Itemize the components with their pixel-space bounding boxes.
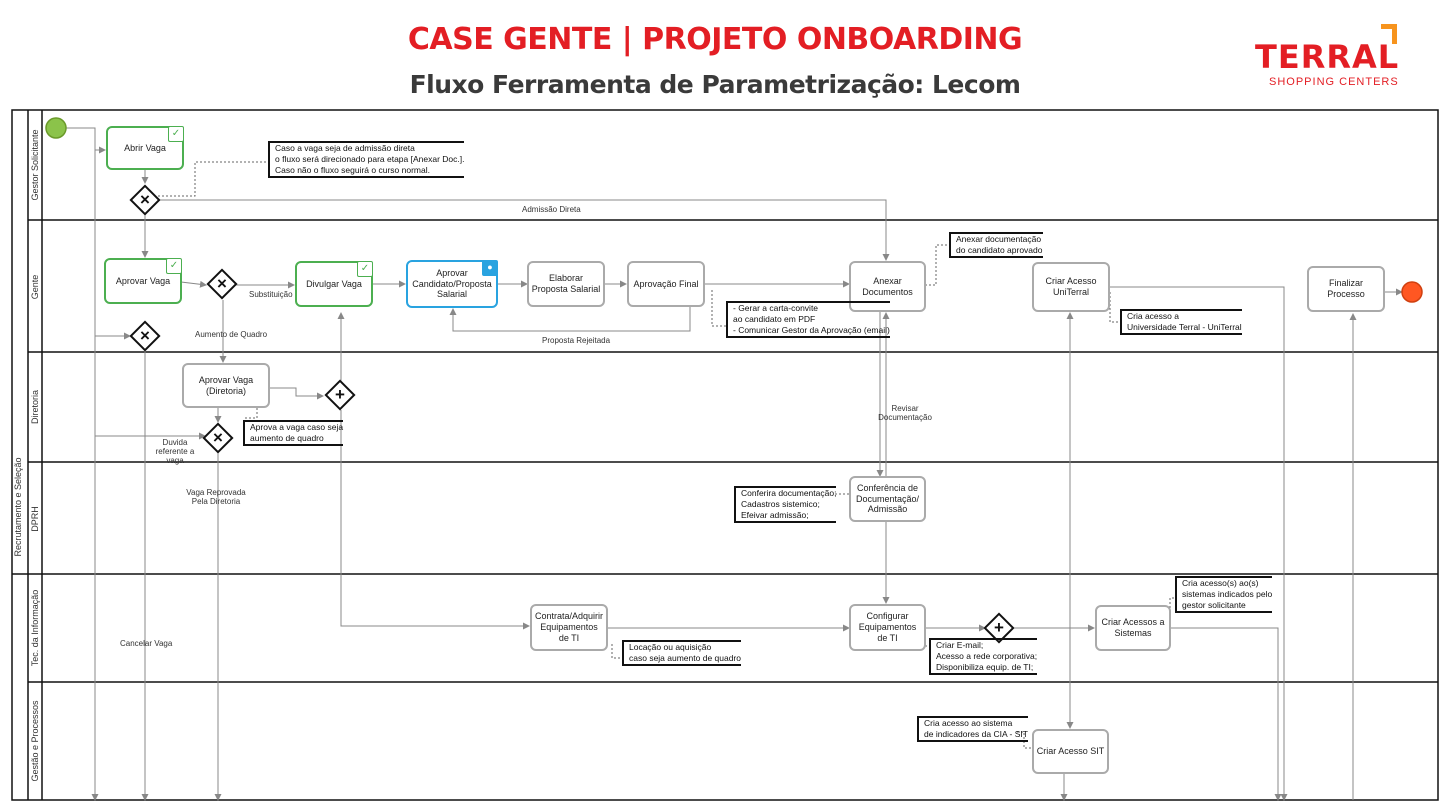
flow-label-admissao-direta: Admissão Direta — [522, 205, 581, 214]
task-label: Abrir Vaga — [124, 142, 166, 153]
lane-label-ti: Tec. da Informação — [30, 589, 40, 667]
task-label: Criar Acesso SIT — [1036, 746, 1105, 757]
task-abrir-vaga[interactable]: Abrir Vaga ✓ — [106, 126, 184, 170]
task-label: Elaborar Proposta Salarial — [531, 273, 601, 294]
lane-label-gestao: Gestão e Processos — [30, 700, 40, 782]
x-icon: × — [217, 274, 227, 293]
note-criar-email: Criar E-mail;Acesso a rede corporativa;D… — [929, 638, 1038, 676]
task-configurar-equipamentos[interactable]: Configurar Equipamentos de TI — [849, 604, 926, 651]
task-aprovar-vaga-diretoria[interactable]: Aprovar Vaga (Diretoria) — [182, 363, 270, 408]
task-label: Aprovar Candidato/Proposta Salarial — [412, 267, 492, 300]
note-sistemas: Cria acesso(s) ao(s)sistemas indicados p… — [1175, 576, 1273, 614]
x-icon: × — [140, 326, 150, 345]
flow-label-cancelar-vaga: Cancelar Vaga — [120, 639, 173, 648]
logo-subtitle: SHOPPING CENTERS — [1269, 76, 1399, 88]
lane-label-gestor: Gestor Solicitante — [30, 129, 40, 201]
task-criar-acesso-uniterral[interactable]: Criar Acesso UniTerral — [1032, 262, 1110, 312]
task-contratar-equipamentos[interactable]: Contrata/Adquirir Equipamentos de TI — [530, 604, 608, 651]
location-pin-icon: ● — [482, 260, 498, 276]
x-icon: × — [140, 190, 150, 209]
task-label: Conferência de Documentação/ Admissão — [855, 482, 920, 515]
task-label: Aprovação Final — [633, 278, 699, 289]
task-label: Criar Acessos a Sistemas — [1101, 617, 1165, 638]
page-subtitle: Fluxo Ferramenta de Parametrização: Leco… — [409, 70, 1021, 99]
task-label: Criar Acesso UniTerral — [1045, 276, 1097, 297]
task-label: Aprovar Vaga — [115, 275, 171, 286]
pool-label: Recrutamento e Seleção — [13, 457, 23, 557]
plus-icon: + — [335, 385, 345, 404]
flow-label-vaga-reprovada: Vaga Reprovada Pela Diretoria — [186, 488, 246, 507]
task-label: Contrata/Adquirir Equipamentos de TI — [534, 611, 604, 643]
task-conferencia-documentacao[interactable]: Conferência de Documentação/ Admissão — [849, 476, 926, 522]
task-label: Anexar Documentos — [862, 275, 913, 297]
task-criar-acesso-sit[interactable]: Criar Acesso SIT — [1032, 729, 1109, 774]
note-conferir: Conferira documentação;Cadastros sistemi… — [734, 486, 837, 524]
checkmark-icon: ✓ — [168, 126, 184, 142]
flow-label-duvida-vaga: Duvida referente a vaga — [155, 438, 195, 466]
checkmark-icon: ✓ — [357, 261, 373, 277]
terral-logo: TERRAL SHOPPING CENTERS — [1255, 24, 1405, 94]
lane-label-dprh: DPRH — [30, 506, 40, 532]
plus-icon: + — [994, 618, 1004, 637]
task-elaborar-proposta[interactable]: Elaborar Proposta Salarial — [527, 261, 605, 307]
task-aprovar-vaga[interactable]: Aprovar Vaga ✓ — [104, 258, 182, 304]
task-label: Finalizar Processo — [1327, 278, 1365, 299]
logo-word: TERRAL — [1255, 38, 1400, 76]
task-label: Aprovar Vaga (Diretoria) — [198, 374, 254, 396]
flow-label-substituicao: Substituição — [249, 290, 293, 299]
task-label: Divulgar Vaga — [306, 278, 362, 289]
task-aprovar-candidato[interactable]: Aprovar Candidato/Proposta Salarial ● — [406, 260, 498, 308]
flow-label-proposta-rejeitada: Proposta Rejeitada — [542, 336, 611, 345]
task-finalizar-processo[interactable]: Finalizar Processo — [1307, 266, 1385, 312]
logo-mark-icon — [1381, 24, 1397, 44]
x-icon: × — [213, 428, 223, 447]
lane-label-diretoria: Diretoria — [30, 390, 40, 425]
task-criar-acessos-sistemas[interactable]: Criar Acessos a Sistemas — [1095, 605, 1171, 651]
lane-label-gente: Gente — [30, 274, 40, 300]
flow-label-revisar-documentacao: Revisar Documentação — [878, 404, 932, 423]
task-anexar-documentos[interactable]: Anexar Documentos — [849, 261, 926, 312]
page-title: CASE GENTE | PROJETO ONBOARDING — [407, 22, 1023, 57]
flow-label-aumento-quadro: Aumento de Quadro — [195, 330, 268, 339]
task-label: Configurar Equipamentos de TI — [858, 611, 917, 643]
checkmark-icon: ✓ — [166, 258, 182, 274]
task-divulgar-vaga[interactable]: Divulgar Vaga ✓ — [295, 261, 373, 307]
task-aprovacao-final[interactable]: Aprovação Final — [627, 261, 705, 307]
